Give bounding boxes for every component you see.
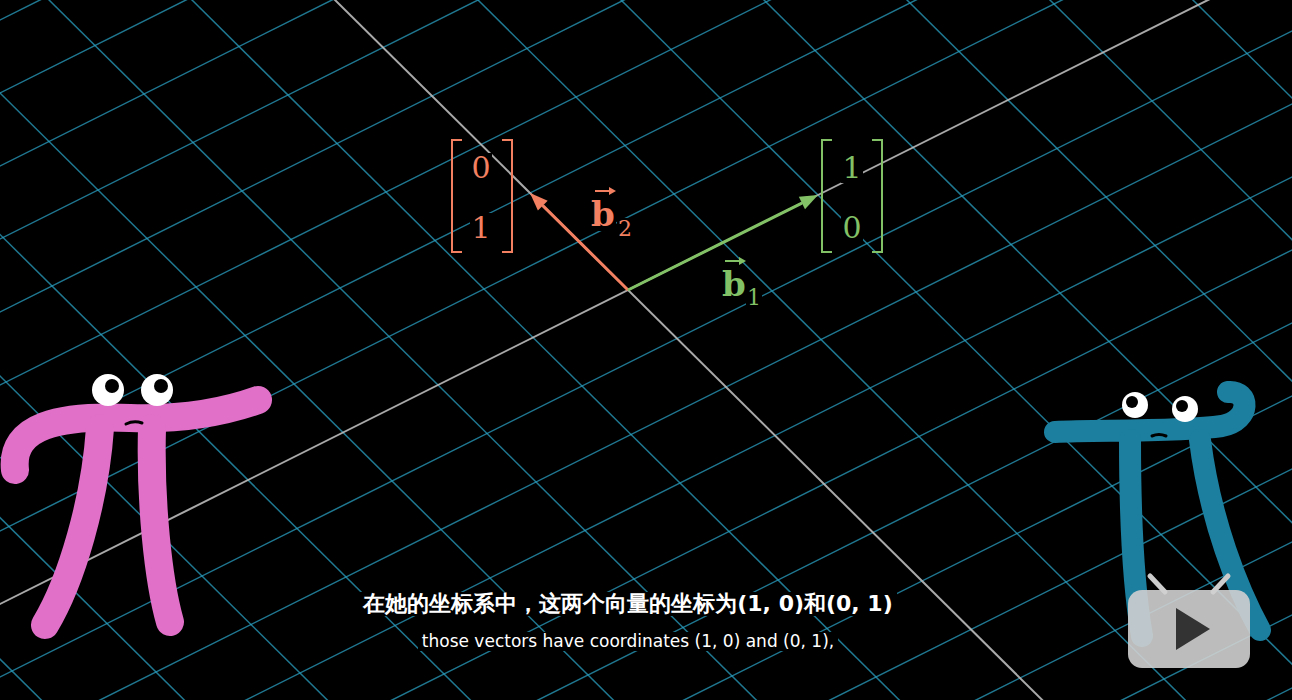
grid-line <box>0 0 189 700</box>
grid-line <box>0 0 284 700</box>
matrix-entry: 1 <box>841 153 862 183</box>
grid-line <box>1257 0 1292 552</box>
grid-line <box>0 0 1292 654</box>
pink-pi-creature <box>15 374 258 625</box>
grid-line <box>0 0 1044 700</box>
grid-line <box>0 0 1292 460</box>
play-icon-watermark <box>1128 576 1250 668</box>
subtitle-english: those vectors have coordinates (1, 0) an… <box>418 632 838 651</box>
vector-subscript: 1 <box>746 287 762 309</box>
grid-line <box>0 0 1234 700</box>
grid-line <box>212 0 1292 700</box>
grid-line <box>22 0 1292 700</box>
grid-line <box>0 0 1292 606</box>
grid-line <box>972 0 1292 694</box>
grid-line <box>1162 0 1292 599</box>
grid-line <box>0 0 1292 315</box>
grid-line <box>877 0 1292 700</box>
vector-name: b <box>721 267 747 301</box>
grid-line <box>0 0 1292 509</box>
matrix-entry: 0 <box>841 213 862 243</box>
grid-line <box>0 217 1292 700</box>
grid-line <box>307 0 1292 700</box>
grid-line <box>0 0 1139 700</box>
grid-line <box>117 0 1292 700</box>
matrix-entry: 0 <box>470 153 491 183</box>
subtitle-chinese: 在她的坐标系中，这两个向量的坐标为(1, 0)和(0, 1) <box>359 592 896 616</box>
grid-line <box>0 0 1292 412</box>
grid-line <box>0 0 1292 266</box>
grid-line <box>0 0 1292 557</box>
grid-line <box>1067 0 1292 647</box>
vector-subscript: 2 <box>617 218 633 240</box>
grid-line <box>0 0 379 700</box>
matrix-entry: 1 <box>470 213 491 243</box>
basis-vector-b2 <box>530 193 628 290</box>
matrix-brackets <box>452 140 882 252</box>
vector-name: b <box>590 197 616 231</box>
vector-arrow-accent <box>595 187 746 265</box>
grid-line <box>0 0 949 700</box>
